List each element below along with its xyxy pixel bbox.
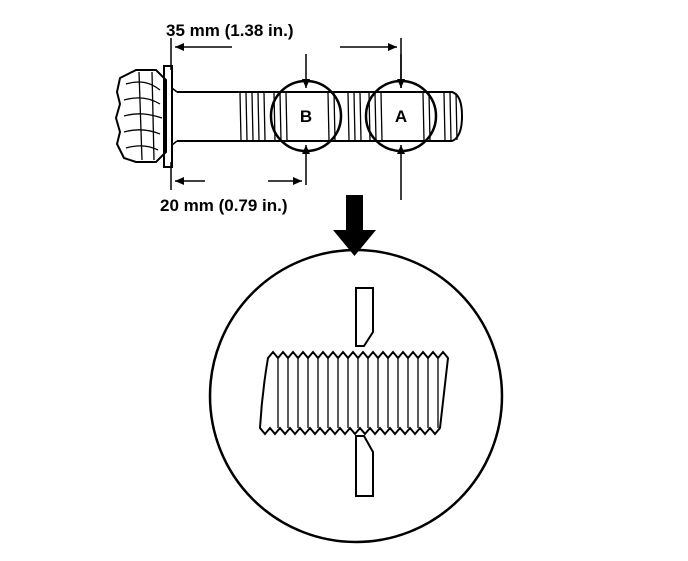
bolt-head xyxy=(114,65,178,168)
thread-line xyxy=(422,92,425,141)
thread-line xyxy=(374,92,377,141)
thread-line xyxy=(273,92,276,141)
bolt-threads xyxy=(236,91,464,142)
thread-line xyxy=(359,92,362,141)
thread-line xyxy=(443,92,446,141)
bolt xyxy=(114,65,464,168)
thread-line xyxy=(285,92,288,141)
dimension-20mm: 20 mm (0.79 in.) xyxy=(160,162,302,215)
thread-line xyxy=(353,92,356,141)
callout-label-a: A xyxy=(395,107,407,126)
thread-line xyxy=(449,92,452,141)
callout-label-b: B xyxy=(300,107,312,126)
pointer-arrows xyxy=(302,54,405,200)
thread-line xyxy=(347,92,350,141)
bolt-shank xyxy=(177,91,236,142)
thread-line xyxy=(251,92,254,141)
thread-line xyxy=(380,92,383,141)
thread-line xyxy=(368,92,371,141)
thread-line xyxy=(263,92,266,141)
down-arrow-icon xyxy=(333,195,376,256)
dimension-label-35mm: 35 mm (1.38 in.) xyxy=(166,21,294,40)
thread-line xyxy=(257,92,260,141)
thread-line xyxy=(279,92,282,141)
thread-line xyxy=(428,92,431,141)
detail-view xyxy=(208,248,504,544)
thread-line xyxy=(455,92,458,141)
thread-line xyxy=(239,92,242,141)
dimension-35mm: 35 mm (1.38 in.) xyxy=(166,21,402,88)
thread-line xyxy=(245,92,248,141)
thread-line xyxy=(333,92,336,141)
dimension-label-20mm: 20 mm (0.79 in.) xyxy=(160,196,288,215)
thread-line xyxy=(327,92,330,141)
